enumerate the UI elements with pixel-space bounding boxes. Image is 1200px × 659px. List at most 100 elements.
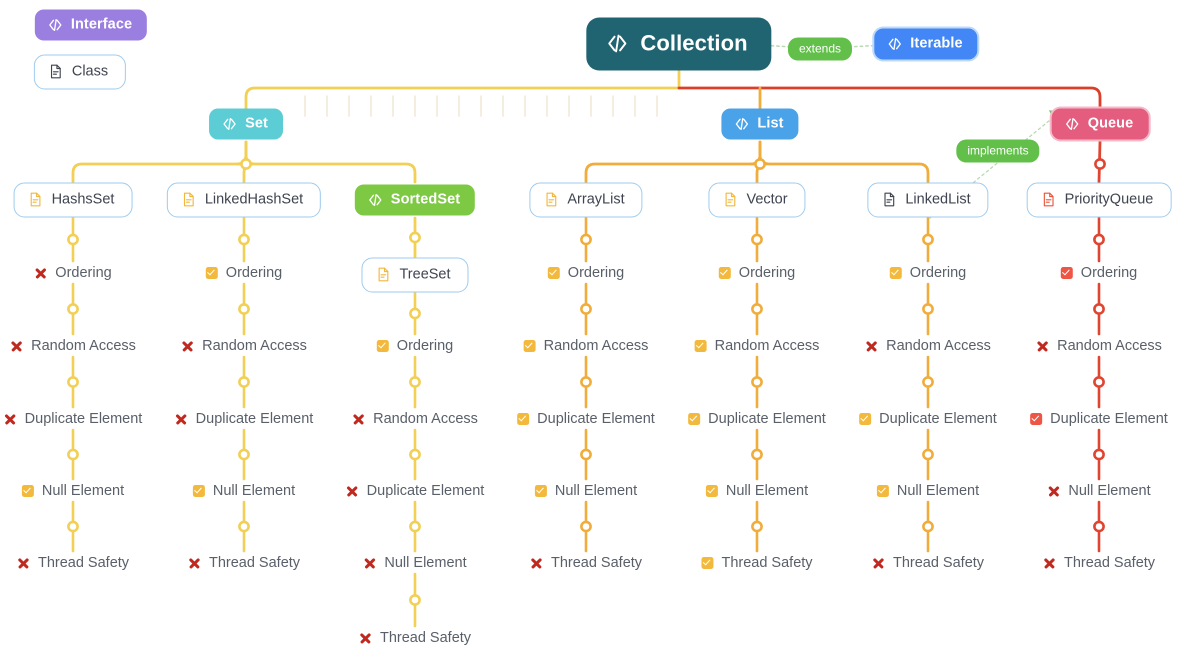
connector-joint (409, 448, 421, 461)
feature-row: Duplicate Element (175, 411, 314, 427)
feature-row: Random Access (694, 338, 819, 354)
feature-row: Ordering (34, 265, 111, 281)
connector-joint (238, 520, 250, 533)
feature-row: Duplicate Element (346, 483, 485, 499)
connector-joint (238, 448, 250, 461)
node-label: TreeSet (399, 266, 451, 283)
connector-joint (1093, 520, 1105, 533)
node-iterable[interactable]: Iterable (874, 28, 978, 60)
connector-joint (751, 303, 763, 315)
document-icon (884, 192, 895, 207)
feature-label: Random Access (202, 338, 307, 354)
node-priorityqueue[interactable]: PriorityQueue (1026, 182, 1172, 218)
check-icon (701, 557, 714, 569)
connector-joint (922, 448, 934, 461)
feature-label: Null Element (725, 483, 809, 499)
check-icon (534, 485, 547, 497)
code-brackets-icon (608, 34, 627, 53)
cross-icon (1043, 557, 1056, 570)
connector-line (584, 140, 762, 184)
document-icon (183, 192, 194, 207)
feature-row: Random Access (865, 338, 991, 354)
feature-row: Ordering (205, 265, 282, 281)
check-icon (859, 413, 872, 425)
feature-label: Random Access (31, 338, 136, 354)
connector-joint (751, 520, 763, 533)
feature-label: Null Element (384, 555, 467, 571)
connector-joint (922, 303, 934, 315)
node-label: List (757, 115, 784, 132)
node-arraylist[interactable]: ArrayList (529, 182, 643, 218)
node-list[interactable]: List (721, 108, 799, 140)
feature-row: Thread Safety (530, 555, 642, 571)
feature-label: Ordering (909, 265, 967, 281)
legend-label: Class (71, 63, 109, 80)
node-treeset[interactable]: TreeSet (361, 257, 469, 293)
document-icon (30, 192, 41, 207)
connector-joint (240, 158, 252, 170)
feature-row: Null Element (363, 555, 466, 571)
code-brackets-icon (735, 117, 749, 130)
feature-label: Thread Safety (721, 555, 813, 571)
connector-joint (238, 376, 250, 388)
connector-joint (922, 376, 934, 388)
node-queue[interactable]: Queue (1051, 108, 1149, 140)
feature-label: Thread Safety (37, 555, 130, 571)
check-icon (876, 485, 889, 497)
node-label: ArrayList (567, 191, 625, 208)
feature-label: Null Element (896, 483, 980, 499)
document-icon (725, 192, 736, 207)
node-linkedlist[interactable]: LinkedList (867, 182, 989, 218)
feature-row: Thread Safety (17, 555, 129, 571)
connector-joint (751, 233, 763, 246)
code-brackets-icon (888, 37, 901, 50)
legend-item-class: Class (33, 54, 127, 90)
node-vector[interactable]: Vector (708, 182, 806, 218)
feature-label: Random Access (373, 411, 478, 427)
connector-joint (67, 303, 79, 315)
cross-icon (34, 267, 47, 280)
connector-joint (1093, 448, 1105, 461)
check-icon (21, 485, 34, 497)
node-set[interactable]: Set (209, 108, 283, 140)
feature-label: Thread Safety (1063, 555, 1156, 571)
check-icon (523, 340, 536, 352)
feature-label: Ordering (567, 265, 625, 281)
node-linkedhashset[interactable]: LinkedHashSet (166, 182, 322, 218)
cross-icon (1036, 340, 1049, 353)
cross-icon (530, 557, 543, 570)
feature-row: Ordering (376, 338, 453, 354)
cross-icon (352, 413, 365, 426)
node-label: Vector (746, 191, 788, 208)
check-icon (718, 267, 731, 279)
connector-joint (67, 233, 79, 246)
connector-joint (409, 231, 421, 244)
check-icon (688, 413, 701, 425)
node-hashsset[interactable]: HashsSet (13, 182, 133, 218)
connector-joint (580, 448, 592, 461)
feature-row: Null Element (705, 483, 809, 499)
feature-row: Ordering (889, 265, 967, 281)
document-icon (1043, 192, 1054, 207)
feature-label: Duplicate Element (195, 411, 314, 427)
connector-joint (409, 307, 421, 320)
connector-joint (580, 233, 592, 246)
cross-icon (181, 340, 194, 353)
feature-row: Null Element (534, 483, 637, 499)
node-collection[interactable]: Collection (586, 17, 772, 71)
node-label: LinkedHashSet (204, 191, 304, 208)
cross-icon (865, 340, 878, 353)
check-icon (1030, 413, 1043, 425)
feature-row: Thread Safety (872, 555, 984, 571)
connector-joint (1093, 233, 1105, 246)
check-icon (694, 340, 707, 352)
feature-row: Ordering (1060, 265, 1138, 281)
check-icon (889, 267, 902, 279)
connector-joint (67, 520, 79, 533)
feature-label: Thread Safety (379, 630, 472, 646)
feature-label: Ordering (1080, 265, 1138, 281)
connector-line (244, 86, 681, 133)
node-label: HashsSet (51, 191, 115, 208)
node-sortedset[interactable]: SortedSet (354, 184, 476, 216)
feature-row: Duplicate Element (517, 411, 655, 427)
